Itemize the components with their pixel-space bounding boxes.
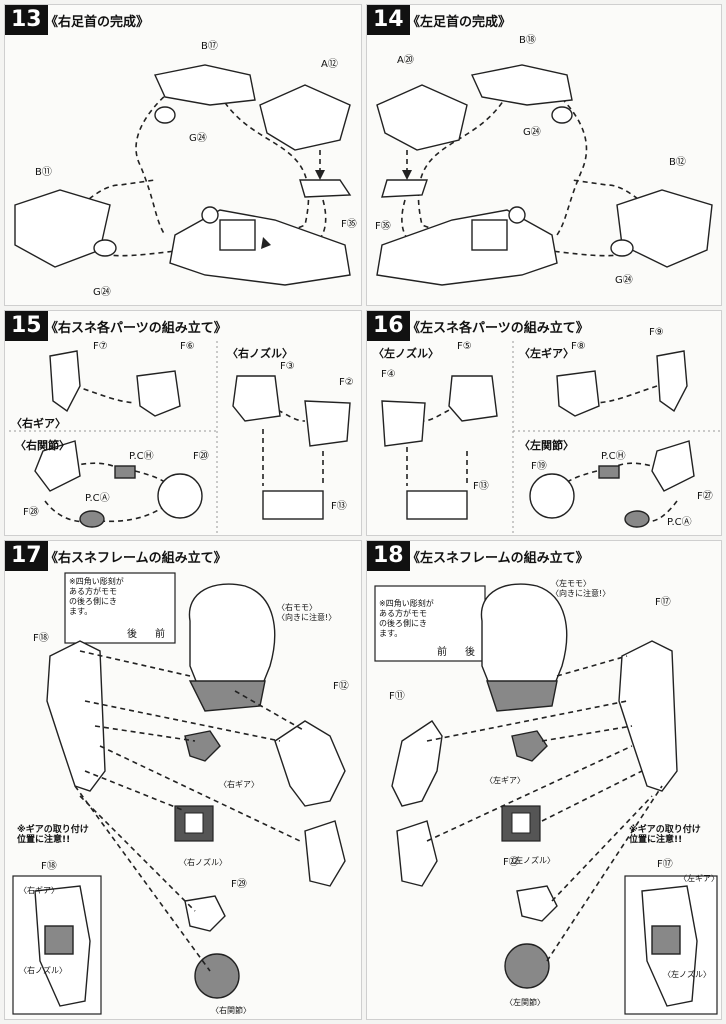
- front-label: 前: [437, 647, 447, 658]
- step-13-panel: 13 《右足首の完成》 B⑰ A⑫ G㉔ B⑪ G㉔ F㉟: [4, 4, 362, 306]
- part-label: F㉒: [503, 857, 519, 868]
- part-label: P.CⒶ: [85, 493, 110, 504]
- part-label: P.CⒽ: [129, 451, 154, 462]
- step-18-panel: 18 《左スネフレームの組み立て》 ※四角い彫刻が ある方がモモ の後: [366, 540, 722, 1020]
- sub-title: 〈左ノズル〉: [373, 347, 439, 360]
- part-label: F⑲: [531, 461, 547, 472]
- thigh-note: 〈左モモ〉 〈向きに注意!〉: [551, 579, 611, 598]
- part-label: F③: [280, 361, 295, 372]
- part-label: 〈左ノズル〉: [507, 856, 555, 865]
- part-label: F⑥: [180, 341, 195, 352]
- part-label: F⑱: [33, 633, 49, 644]
- step-title: 《左足首の完成》: [407, 15, 512, 30]
- step-number: 16: [367, 311, 410, 341]
- step-16-diagram: [381, 341, 721, 535]
- part-label: F㉟: [341, 219, 357, 230]
- step-14-panel: 14 《左足首の完成》 B⑱ A⑳ G㉔ B⑫ F㉟ G㉔: [366, 4, 722, 306]
- step-17-diagram: [12, 572, 346, 1015]
- part-label: 〈左ギア〉: [679, 874, 719, 883]
- step-16-panel: 16 《左スネ各パーツの組み立て》 〈左ノズル〉 〈左ギア〉 〈左関節〉 F⑤: [366, 310, 722, 536]
- part-label: 〈右ノズル〉: [19, 966, 67, 975]
- part-label: A⑫: [321, 59, 338, 70]
- step-number: 17: [5, 541, 48, 571]
- part-label: F⑰: [655, 597, 671, 608]
- part-label: B⑪: [35, 167, 52, 178]
- step-title: 《右スネフレームの組み立て》: [45, 551, 227, 566]
- part-label: A⑳: [397, 55, 414, 66]
- part-label: 〈右関節〉: [211, 1006, 251, 1015]
- part-label: F⑤: [457, 341, 472, 352]
- part-label: F⑪: [389, 691, 405, 702]
- step-14-diagram: [376, 64, 713, 286]
- step-number: 15: [5, 311, 48, 341]
- part-label: G㉔: [93, 287, 111, 298]
- part-label: F⑧: [571, 341, 586, 352]
- part-label: F㉘: [23, 507, 39, 518]
- step-number: 13: [5, 5, 48, 35]
- gear-position-note: ※ギアの取り付け 位置に注意!!: [629, 825, 701, 845]
- part-label: P.CⒶ: [667, 517, 692, 528]
- part-label: 〈右ギア〉: [19, 886, 59, 895]
- part-label: F②: [339, 377, 354, 388]
- step-18-diagram: [374, 583, 718, 1015]
- part-label: P.CⒽ: [601, 451, 626, 462]
- part-label: F⑱: [41, 861, 57, 872]
- part-label: B⑱: [519, 35, 536, 46]
- front-label: 前: [155, 629, 165, 640]
- thigh-note: 〈右モモ〉 〈向きに注意!〉: [277, 603, 337, 622]
- step-title: 《右スネ各パーツの組み立て》: [45, 321, 227, 336]
- step-15-panel: 15 《右スネ各パーツの組み立て》 〈右ノズル〉 〈右ギア〉 〈右関節〉: [4, 310, 362, 536]
- part-label: F㉙: [231, 879, 247, 890]
- gear-position-note: ※ギアの取り付け 位置に注意!!: [17, 825, 89, 845]
- part-label: B⑰: [201, 41, 218, 52]
- part-label: G㉔: [189, 133, 207, 144]
- step-15-diagram: [9, 341, 351, 535]
- step-13-diagram: [14, 64, 352, 286]
- part-label: F㉟: [375, 221, 391, 232]
- part-label: F⑳: [193, 451, 209, 462]
- part-label: F⑦: [93, 341, 108, 352]
- part-label: F⑰: [657, 859, 673, 870]
- part-label: F⑬: [473, 481, 489, 492]
- sub-title: 〈右関節〉: [15, 439, 70, 452]
- step-17-panel: 17 《右スネフレームの組み立て》 ※四角い彫刻が ある: [4, 540, 362, 1020]
- step-number: 18: [367, 541, 410, 571]
- back-label: 後: [127, 629, 137, 640]
- part-label: F④: [381, 369, 396, 380]
- part-label: 〈右ギア〉: [219, 780, 259, 789]
- step-title: 《左スネ各パーツの組み立て》: [407, 321, 589, 336]
- step-title: 《右足首の完成》: [45, 15, 150, 30]
- step-number: 14: [367, 5, 410, 35]
- part-label: F⑬: [331, 501, 347, 512]
- part-label: G㉔: [523, 127, 541, 138]
- part-label: F⑫: [333, 681, 349, 692]
- orientation-note: ※四角い彫刻が ある方がモモ の後ろ側にき ます。: [69, 577, 124, 616]
- part-label: G㉔: [615, 275, 633, 286]
- back-label: 後: [465, 647, 475, 658]
- part-label: 〈左関節〉: [505, 998, 545, 1007]
- sub-title: 〈左ギア〉: [519, 347, 574, 360]
- part-label: B⑫: [669, 157, 686, 168]
- part-label: 〈左ギア〉: [485, 776, 525, 785]
- part-label: 〈右ノズル〉: [179, 858, 227, 867]
- part-label: F⑨: [649, 327, 664, 338]
- sub-title: 〈右ノズル〉: [227, 347, 293, 360]
- sub-title: 〈左関節〉: [519, 439, 574, 452]
- part-label: F㉗: [697, 491, 713, 502]
- sub-title: 〈右ギア〉: [11, 417, 66, 430]
- step-title: 《左スネフレームの組み立て》: [407, 551, 589, 566]
- part-label: 〈左ノズル〉: [663, 970, 711, 979]
- orientation-note: ※四角い彫刻が ある方がモモ の後ろ側にき ます。: [379, 599, 434, 638]
